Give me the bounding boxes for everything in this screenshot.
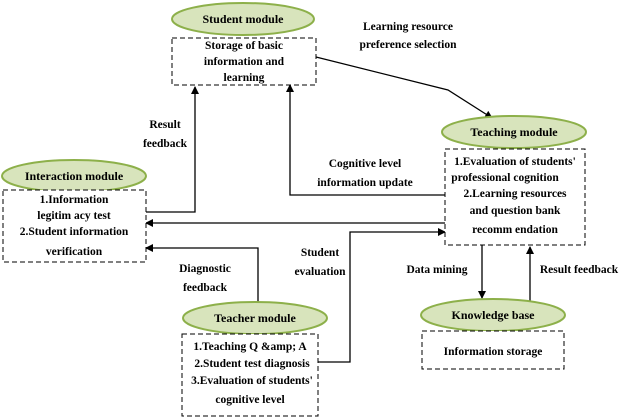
interaction-module: Interaction module 1.Information legitim… (1, 159, 147, 263)
interaction-module-line-3: 2.Student information (20, 226, 129, 238)
interaction-module-line-1: 1.Information (40, 194, 109, 206)
label-learning-preference-2: preference selection (360, 39, 458, 51)
teaching-module-line-4: and question bank (470, 205, 561, 217)
teacher-module-line-2: 2.Student test diagnosis (194, 358, 310, 370)
knowledge-base-module: Knowledge base Information storage (420, 298, 566, 370)
teaching-module-line-1: 1.Evaluation of students' (454, 156, 576, 168)
teacher-module-line-1: 1.Teaching Q &amp; A (193, 341, 307, 353)
teaching-module: Teaching module 1.Evaluation of students… (441, 115, 587, 246)
label-student-evaluation-2: evaluation (294, 266, 346, 278)
label-diagnostic-feedback-1: Diagnostic (179, 263, 231, 275)
student-module-line-2: information and (204, 56, 285, 68)
flow-cognitive-update (286, 84, 445, 196)
student-module: Student module Storage of basic informat… (171, 2, 317, 86)
label-student-evaluation-1: Student (301, 247, 340, 259)
teaching-module-title: Teaching module (470, 125, 558, 139)
flow-diagnostic-feedback (145, 244, 259, 302)
student-module-line-3: learning (224, 72, 265, 84)
knowledge-base-line-1: Information storage (444, 346, 543, 358)
label-result-feedback-left-2: feedback (143, 138, 188, 150)
label-cognitive-update-2: information update (317, 177, 413, 189)
knowledge-base-title: Knowledge base (451, 308, 535, 322)
label-diagnostic-feedback-2: feedback (183, 282, 228, 294)
flow-result-feedback-left (146, 86, 199, 213)
student-module-title: Student module (202, 12, 284, 26)
teaching-module-line-2: professional cognition (451, 172, 559, 184)
interaction-module-title: Interaction module (25, 169, 124, 183)
label-cognitive-update-1: Cognitive level (329, 158, 402, 170)
label-data-mining: Data mining (406, 264, 467, 276)
teaching-module-line-5: recomm endation (472, 224, 558, 236)
teacher-module-line-3: 3.Evaluation of students' (191, 375, 313, 387)
label-result-feedback-left-1: Result (149, 119, 180, 131)
teacher-module-line-4: cognitive level (215, 394, 284, 406)
label-learning-preference-1: Learning resource (363, 21, 453, 33)
label-result-feedback-right: Result feedback (540, 264, 619, 276)
flow-student-evaluation (318, 228, 446, 363)
interaction-module-line-2: legitim acy test (37, 210, 111, 222)
teacher-module-title: Teacher module (214, 311, 296, 325)
teacher-module: Teacher module 1.Teaching Q &amp; A 2.St… (181, 301, 328, 417)
teaching-module-line-3: 2.Learning resources (463, 188, 567, 200)
student-module-line-1: Storage of basic (205, 40, 283, 52)
interaction-module-line-4: verification (46, 246, 103, 258)
flow-learning-preference (315, 56, 493, 119)
